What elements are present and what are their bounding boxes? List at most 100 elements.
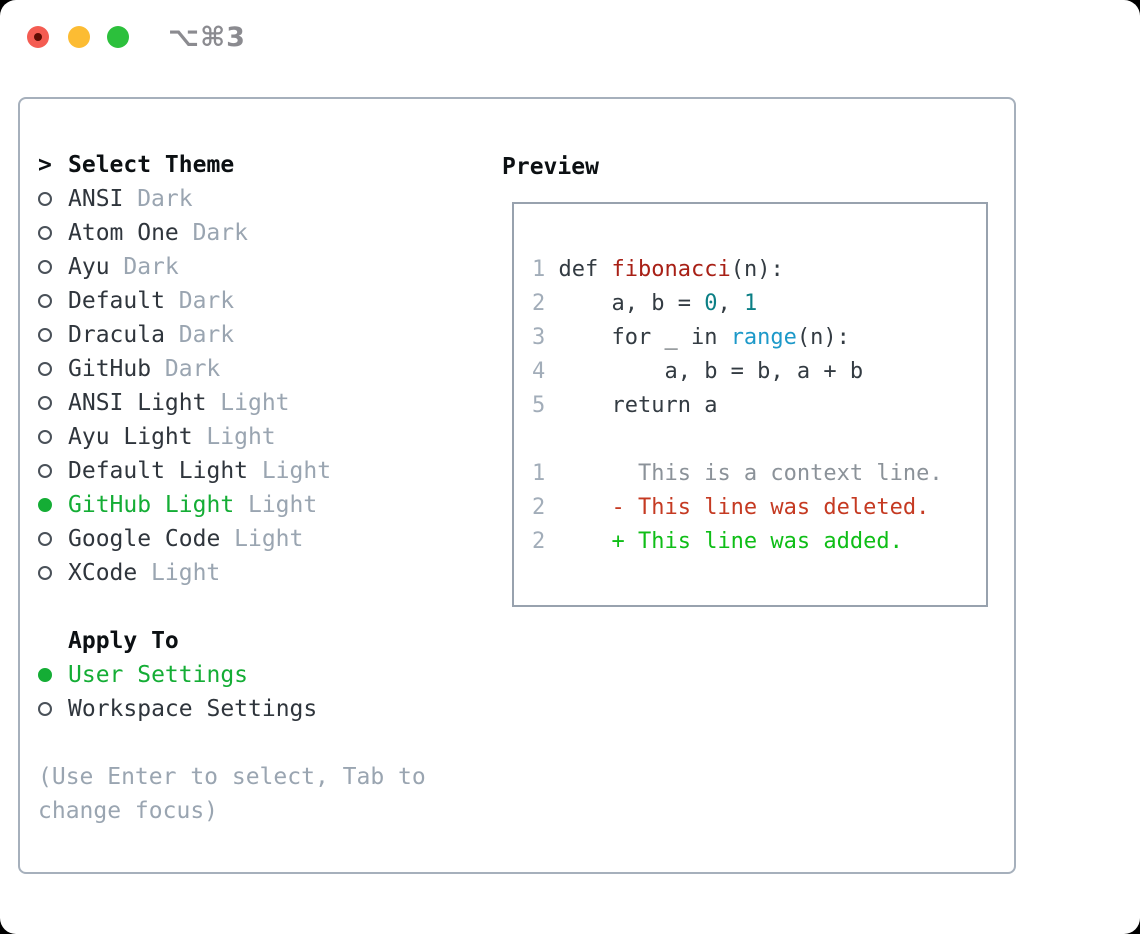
theme-option-label: Default <box>68 288 165 314</box>
code-token-del: - This line was deleted. <box>558 495 930 520</box>
code-line: 2 + This line was added. <box>532 525 968 559</box>
theme-variant-badge: Light <box>261 458 332 484</box>
code-token-code: for _ in <box>558 325 731 350</box>
apply-to-header: Apply To <box>38 624 488 658</box>
radio-icon <box>38 454 68 488</box>
code-line: 2 - This line was deleted. <box>532 491 968 525</box>
apply-option-label: User Settings <box>68 662 249 688</box>
radio-icon <box>38 216 68 250</box>
theme-option-label: GitHub Light <box>68 492 235 518</box>
close-button[interactable] <box>27 26 49 48</box>
apply-to-title: Apply To <box>68 628 179 654</box>
radio-icon <box>38 352 68 386</box>
line-number: 3 <box>532 325 559 350</box>
titlebar: ⌥⌘3 <box>0 0 1140 70</box>
radio-icon <box>38 386 68 420</box>
radio-icon <box>38 692 68 726</box>
code-line: 2 a, b = 0, 1 <box>532 287 968 321</box>
theme-option-default[interactable]: Default Dark <box>38 284 488 318</box>
radio-icon <box>38 182 68 216</box>
theme-option-dracula[interactable]: Dracula Dark <box>38 318 488 352</box>
select-theme-header: >Select Theme <box>38 148 488 182</box>
radio-selected-icon <box>38 488 68 522</box>
theme-option-xcode[interactable]: XCode Light <box>38 556 488 590</box>
theme-option-label: XCode <box>68 560 138 586</box>
line-number: 2 <box>532 529 559 554</box>
line-number: 4 <box>532 359 559 384</box>
theme-option-ansi[interactable]: ANSI Dark <box>38 182 488 216</box>
theme-option-label: Default Light <box>68 458 249 484</box>
theme-variant-badge: Light <box>206 424 276 450</box>
unsaved-changes-dot-icon <box>34 33 42 41</box>
code-token-code: (n): <box>730 257 784 282</box>
minimize-button[interactable] <box>68 26 90 48</box>
apply-option-workspace-settings[interactable]: Workspace Settings <box>38 692 488 726</box>
code-token-code: , <box>717 291 744 316</box>
radio-icon <box>38 522 68 556</box>
code-line <box>532 423 968 457</box>
code-token-builtin: range <box>730 325 797 350</box>
radio-icon <box>38 318 68 352</box>
code-token-num: 0 <box>704 291 718 316</box>
hint-text: (Use Enter to select, Tab to change focu… <box>38 764 426 824</box>
theme-variant-badge: Dark <box>192 220 248 246</box>
code-line: 4 a, b = b, a + b <box>532 355 968 389</box>
code-token-ctx: This is a context line. <box>558 461 943 486</box>
line-number: 2 <box>532 291 559 316</box>
code-token-add: + This line was added. <box>558 529 903 554</box>
theme-variant-badge: Light <box>220 390 290 416</box>
theme-option-label: Dracula <box>68 322 165 348</box>
theme-option-label: Atom One <box>68 220 179 246</box>
theme-option-google-code[interactable]: Google Code Light <box>38 522 488 556</box>
theme-option-default-light[interactable]: Default Light Light <box>38 454 488 488</box>
apply-option-label: Workspace Settings <box>68 696 318 722</box>
code-token-code: (n): <box>796 325 850 350</box>
apply-option-user-settings[interactable]: User Settings <box>38 658 488 692</box>
theme-option-atom-one[interactable]: Atom One Dark <box>38 216 488 250</box>
spacer <box>38 726 488 760</box>
line-number: 1 <box>532 461 559 486</box>
theme-variant-badge: Light <box>247 492 318 518</box>
theme-variant-badge: Dark <box>123 254 179 280</box>
radio-icon <box>38 284 68 318</box>
line-number: 2 <box>532 495 559 520</box>
theme-option-label: Ayu Light <box>68 424 193 450</box>
theme-option-github-light[interactable]: GitHub Light Light <box>38 488 488 522</box>
theme-variant-badge: Dark <box>178 288 235 314</box>
code-token-code: a, b = b, a + b <box>558 359 864 384</box>
preview-header: Preview <box>502 154 599 180</box>
window-title: ⌥⌘3 <box>168 22 246 53</box>
line-number: 1 <box>532 257 559 282</box>
theme-variant-badge: Light <box>234 526 304 552</box>
zoom-button[interactable] <box>107 26 129 48</box>
code-token-code: a, b = <box>558 291 705 316</box>
code-line: 5 return a <box>532 389 968 423</box>
spacer <box>38 590 488 624</box>
theme-option-label: ANSI Light <box>68 390 207 416</box>
theme-variant-badge: Dark <box>178 322 235 348</box>
code-token-code: def <box>558 257 612 282</box>
theme-variant-badge: Dark <box>137 186 193 212</box>
select-theme-title: Select Theme <box>68 152 235 178</box>
theme-option-label: Google Code <box>68 526 221 552</box>
theme-option-ayu-light[interactable]: Ayu Light Light <box>38 420 488 454</box>
code-line: 1 def fibonacci(n): <box>532 253 968 287</box>
radio-selected-icon <box>38 658 68 692</box>
line-number: 5 <box>532 393 559 418</box>
code-token-code: return a <box>558 393 718 418</box>
radio-icon <box>38 556 68 590</box>
code-line: 3 for _ in range(n): <box>532 321 968 355</box>
theme-variant-badge: Light <box>151 560 221 586</box>
theme-option-label: ANSI <box>68 186 124 212</box>
code-token-func: fibonacci <box>611 257 731 282</box>
theme-option-ansi-light[interactable]: ANSI Light Light <box>38 386 488 420</box>
